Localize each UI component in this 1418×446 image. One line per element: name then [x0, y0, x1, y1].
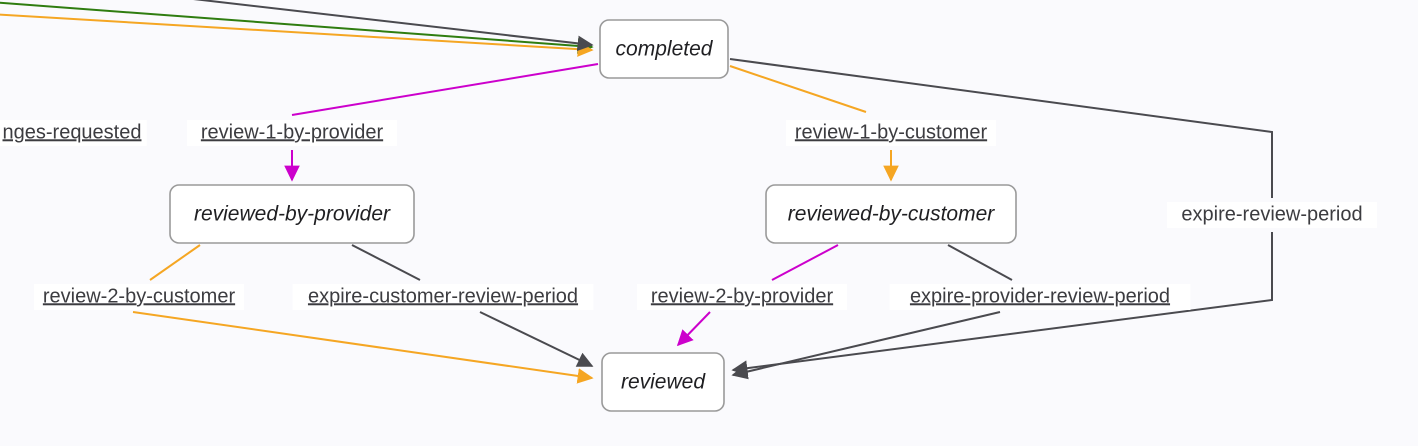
edge-label-review-1-by-customer: review-1-by-customer	[786, 120, 996, 146]
edge-label-text: expire-review-period	[1181, 203, 1362, 225]
edge-completed-to-expire-review-period	[729, 58, 1273, 198]
state-node-box[interactable]	[601, 352, 725, 412]
edge-orange-to-completed	[0, 13, 594, 57]
edge-provider-to-expire-customer-review-period	[351, 244, 421, 281]
state-node-box[interactable]	[765, 184, 1017, 244]
edge-label-review-1-by-provider: review-1-by-provider	[187, 120, 397, 146]
edge-label-review-2-by-provider: review-2-by-provider	[637, 284, 847, 310]
edges-layer	[0, 0, 1273, 384]
state-node-label: reviewed-by-provider	[194, 203, 391, 226]
edge-label-text: nges-requested	[3, 121, 142, 143]
state-node-box[interactable]	[169, 184, 415, 244]
edge-label-text: review-1-by-provider	[201, 121, 384, 143]
edge-provider-to-review-2-by-customer	[149, 244, 201, 281]
edge-customer-to-review-2-by-provider	[771, 244, 839, 281]
state-node-reviewed[interactable]: reviewed	[601, 352, 725, 412]
edge-label-changes-requested: nges-requested	[0, 120, 147, 146]
edge-label-expire-review-period: expire-review-period	[1167, 202, 1377, 228]
edge-completed-to-reviewed-by-provider	[291, 63, 599, 116]
edge-label-backdrop	[1167, 202, 1377, 228]
edge-gray-to-completed	[193, 0, 594, 52]
state-node-reviewed-by-customer[interactable]: reviewed-by-customer	[765, 184, 1017, 244]
edge-label-backdrop	[889, 284, 1191, 310]
edge-expire-review-period-to-reviewed	[731, 232, 1273, 376]
edge-label-review-2-by-customer: review-2-by-customer	[34, 284, 244, 310]
edge-review-2-by-provider-to-reviewed	[676, 311, 711, 347]
edge-label-backdrop	[0, 120, 147, 146]
state-node-label: reviewed	[621, 371, 706, 394]
edge-label-backdrop	[292, 284, 594, 310]
edge-label-text: expire-provider-review-period	[910, 285, 1170, 307]
edge-expire-customer-review-period-to-reviewed	[479, 311, 594, 367]
state-node-completed[interactable]: completed	[599, 19, 729, 79]
edge-customer-to-expire-provider-review-period	[947, 244, 1013, 281]
edge-label-backdrop	[786, 120, 996, 146]
edge-label-expire-provider-review-period: expire-provider-review-period	[889, 284, 1191, 310]
edge-label-text: review-1-by-customer	[795, 121, 988, 143]
edge-label-backdrop	[187, 120, 397, 146]
state-node-box[interactable]	[599, 19, 729, 79]
edge-green-to-completed	[0, 1, 594, 54]
edge-label-backdrop	[34, 284, 244, 310]
edge-label-text: expire-customer-review-period	[308, 285, 578, 307]
edge-label-text: review-2-by-customer	[43, 285, 236, 307]
state-node-label: reviewed-by-customer	[788, 203, 996, 226]
state-nodes-layer: completed reviewed-by-provider reviewed-by…	[169, 19, 1017, 412]
edge-label-expire-customer-review-period: expire-customer-review-period	[292, 284, 594, 310]
state-node-reviewed-by-provider[interactable]: reviewed-by-provider	[169, 184, 415, 244]
edge-label-backdrop	[637, 284, 847, 310]
edge-labels-layer: nges-requested review-1-by-provider review…	[0, 120, 1377, 310]
edge-label-text: review-2-by-provider	[651, 285, 834, 307]
edge-completed-to-reviewed-by-customer	[729, 65, 867, 113]
edge-review-2-by-customer-to-reviewed	[132, 311, 594, 384]
edge-expire-provider-review-period-to-reviewed	[731, 311, 1001, 380]
state-node-label: completed	[616, 38, 714, 61]
